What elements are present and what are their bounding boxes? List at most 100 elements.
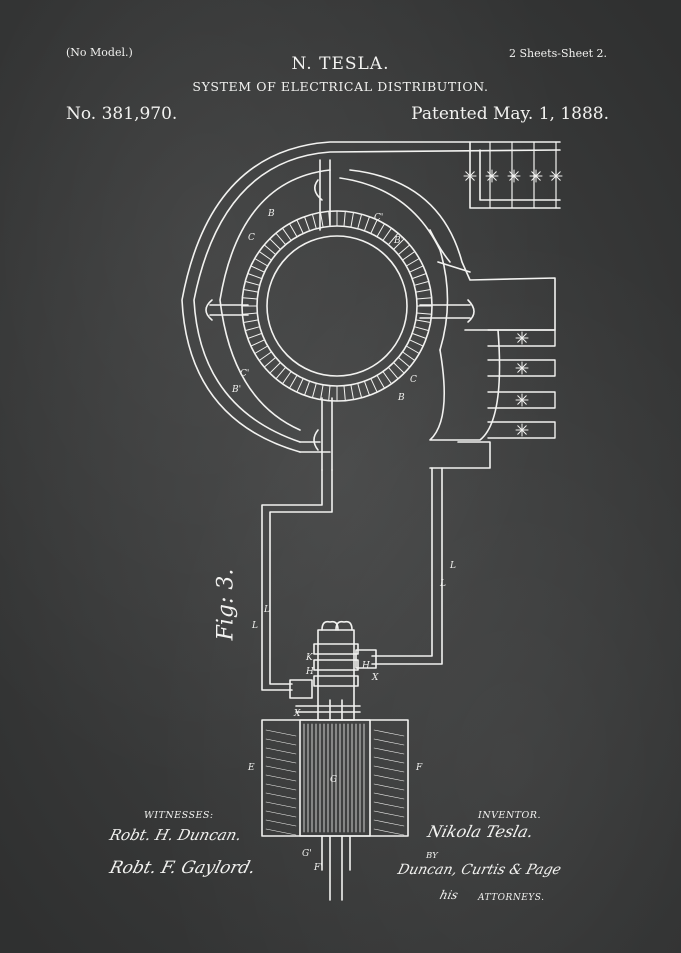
ring-winding <box>370 219 378 234</box>
ring-winding <box>411 273 427 280</box>
ring-winding <box>328 385 331 402</box>
his-label: his <box>438 888 460 902</box>
label-x-right: X <box>371 673 379 683</box>
label-l-left-2: L <box>263 605 270 615</box>
witness-signature-2: Robt. F. Gaylord. <box>107 858 258 878</box>
label-c-prime-left: C' <box>240 369 249 379</box>
ring-winding <box>413 280 430 286</box>
attorneys-label: ATTORNEYS. <box>478 893 545 903</box>
ring-winding <box>320 211 324 228</box>
field-hatch <box>373 801 405 809</box>
ring-armature <box>241 210 433 402</box>
ring-winding <box>393 238 405 250</box>
ring-winding <box>405 258 420 267</box>
ring-winding <box>393 362 405 374</box>
lamp-star-icon <box>507 169 521 183</box>
lamp-bank-top <box>463 141 563 209</box>
field-hatch <box>373 810 405 818</box>
ring-winding <box>254 258 269 267</box>
ring-winding <box>402 351 416 361</box>
patent-date: Patented May. 1, 1888. <box>411 104 609 124</box>
field-hatch <box>265 774 297 782</box>
label-g-prime: G' <box>302 849 312 859</box>
ring-winding <box>241 297 258 300</box>
ring-winding <box>250 265 265 273</box>
ring-winding <box>296 219 304 234</box>
lamp-loop <box>487 359 556 377</box>
field-hatch <box>373 729 405 737</box>
ring-winding <box>320 384 324 401</box>
ring-winding <box>370 378 378 393</box>
field-hatch <box>265 783 297 791</box>
ring-winding <box>357 213 363 230</box>
label-h-left: H <box>305 667 314 677</box>
part-labels: C B C' B' C' B' B C L L L L K H H X X E … <box>231 209 456 873</box>
label-f: F <box>415 763 423 773</box>
field-hatch <box>373 756 405 764</box>
ring-winding <box>304 380 311 396</box>
ring-winding <box>387 232 399 246</box>
label-b-prime-left: B' <box>231 385 241 395</box>
model-note: (No Model.) <box>66 46 133 59</box>
label-c-prime-top: C' <box>374 213 383 223</box>
ring-winding <box>263 244 277 256</box>
field-hatch <box>265 801 297 809</box>
lamp-loop <box>487 329 556 347</box>
lamp-loop <box>487 421 556 439</box>
ring-winding <box>363 216 370 232</box>
ring-winding <box>382 227 392 241</box>
field-hatch <box>373 828 405 836</box>
field-hatch <box>373 765 405 773</box>
field-hatch <box>265 792 297 800</box>
ring-winding <box>254 345 269 354</box>
lamp-star-icon <box>515 361 529 375</box>
ring-winding <box>387 366 399 380</box>
ring-winding <box>357 382 363 399</box>
ring-winding <box>382 371 392 385</box>
witness-signature-1: Robt. H. Duncan. <box>107 826 244 844</box>
inventor-label: INVENTOR. <box>478 810 541 821</box>
field-hatch <box>265 729 297 737</box>
ring-winding <box>350 384 354 401</box>
patent-number: No. 381,970. <box>66 104 178 124</box>
field-hatch <box>265 738 297 746</box>
ring-winding <box>405 345 420 354</box>
leads <box>261 467 443 691</box>
ring-winding <box>296 378 304 393</box>
ring-winding <box>409 339 424 347</box>
ring-winding <box>402 251 416 261</box>
inventor-signature: Nikola Tesla. <box>425 822 536 841</box>
ring-winding <box>244 280 261 286</box>
ring-winding <box>413 326 430 332</box>
figure-label: Fig: 3. <box>213 568 239 641</box>
field-hatch <box>373 774 405 782</box>
by-label: BY <box>426 851 438 861</box>
ring-winding <box>269 238 281 250</box>
ring-winding <box>289 374 298 389</box>
coil-connectors <box>205 159 475 471</box>
ring-winding <box>363 380 370 396</box>
lamp-loop <box>487 391 556 409</box>
lamp-star-icon <box>549 169 563 183</box>
ring-winding <box>415 289 432 293</box>
ring-winding <box>269 362 281 374</box>
field-hatch <box>265 747 297 755</box>
witnesses-label: WITNESSES: <box>144 810 214 821</box>
ring-winding <box>411 332 427 339</box>
field-hatch <box>373 783 405 791</box>
lamp-star-icon <box>515 331 529 345</box>
ring-winding <box>397 244 411 256</box>
ring-winding <box>304 216 311 232</box>
lamp-star-icon <box>529 169 543 183</box>
ring-winding <box>242 319 259 323</box>
field-hatch <box>373 738 405 746</box>
attorneys-signature: Duncan, Curtis & Page <box>396 862 563 878</box>
field-hatch <box>373 792 405 800</box>
label-l-left-1: L <box>251 621 258 631</box>
ring-winding <box>350 211 354 228</box>
label-b-bottom: B <box>397 393 405 403</box>
ring-winding <box>416 312 433 315</box>
ring-winding <box>275 366 287 380</box>
field-hatch <box>373 747 405 755</box>
inventor-heading: N. TESLA. <box>291 54 390 74</box>
